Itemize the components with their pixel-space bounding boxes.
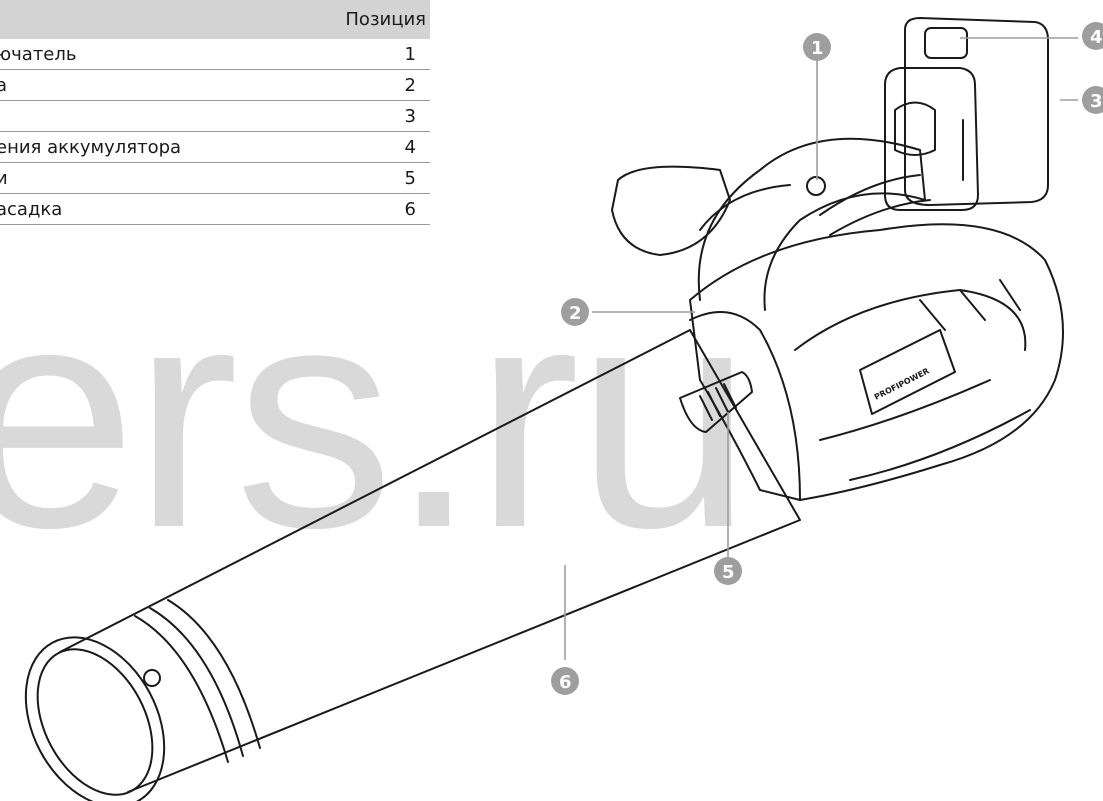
callout-label-6: 6	[559, 672, 572, 693]
part-name: асадка	[0, 193, 293, 225]
callout-label-2: 2	[569, 303, 582, 324]
table-row: 3	[0, 100, 430, 132]
switch-button	[806, 176, 826, 196]
callout-label-1: 1	[811, 38, 824, 59]
battery-pack	[904, 17, 1049, 206]
callout-1	[803, 33, 831, 61]
parts-table: Позиция ючатель 1 а 2 3 ения аккумулятор…	[0, 0, 430, 225]
housing-detail-1	[794, 289, 1027, 351]
brand-label: PROFIPOWER	[873, 366, 931, 401]
parts-table-header: Позиция	[0, 0, 430, 39]
grip-slot-1	[819, 174, 921, 216]
part-position: 6	[292, 193, 430, 225]
position-column-header: Позиция	[292, 0, 430, 39]
table-row: ючатель 1	[0, 39, 430, 70]
part-position: 2	[292, 69, 430, 101]
battery-side	[884, 67, 979, 211]
part-position: 5	[292, 162, 430, 194]
part-position: 1	[292, 39, 430, 70]
callout-label-5: 5	[722, 562, 735, 583]
table-row: ения аккумулятора 4	[0, 131, 430, 163]
tube-ring-2	[149, 607, 244, 757]
speed-switch	[679, 371, 753, 433]
battery-latch	[894, 101, 936, 156]
housing-fins	[919, 279, 1021, 331]
table-row: а 2	[0, 69, 430, 101]
part-position: 4	[292, 131, 430, 163]
housing-detail-2	[819, 379, 991, 441]
part-name: ения аккумулятора	[0, 131, 293, 163]
watermark-text: ers.ru	[0, 239, 753, 594]
callout-label-4: 4	[1090, 27, 1103, 48]
callout-2	[561, 298, 589, 326]
tube-ring-3	[167, 599, 261, 749]
part-name: ючатель	[0, 39, 293, 70]
callout-4	[1082, 22, 1103, 50]
tube-nozzle-inner	[36, 648, 154, 796]
part-name	[0, 100, 293, 132]
table-row: асадка 6	[0, 193, 430, 225]
callout-5	[714, 557, 742, 585]
housing-detail-3	[849, 409, 1031, 481]
table-row: и 5	[0, 162, 430, 194]
battery-release-button	[924, 27, 968, 59]
trigger-guard	[699, 184, 791, 231]
tube-nozzle-opening	[24, 636, 166, 801]
grip-slot-2	[829, 199, 931, 236]
name-column-header	[0, 0, 293, 39]
handle-grip	[611, 165, 731, 256]
housing-front-ring	[689, 311, 801, 501]
tube-ring-1	[134, 615, 229, 763]
switch-ridges	[699, 383, 737, 421]
part-name: а	[0, 69, 293, 101]
callout-6	[551, 667, 579, 695]
tube-hole	[143, 669, 161, 687]
callout-3	[1082, 86, 1103, 114]
brand-plate	[859, 329, 956, 415]
part-position: 3	[292, 100, 430, 132]
handle-loop	[697, 137, 926, 311]
part-name: и	[0, 162, 293, 194]
motor-housing	[689, 223, 1064, 501]
callout-label-3: 3	[1090, 91, 1103, 112]
tube-body	[59, 329, 801, 793]
